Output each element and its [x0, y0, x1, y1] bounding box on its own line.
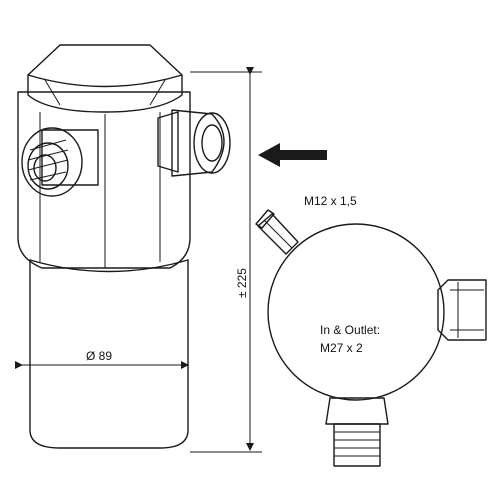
diameter-label: Ø 89 [86, 349, 112, 363]
port-title-label: In & Outlet: [320, 323, 380, 337]
flow-arrow-icon [258, 143, 327, 167]
top-view-sphere [255, 209, 487, 467]
small-thread-fitting [255, 209, 299, 255]
small-thread-label: M12 x 1,5 [304, 194, 357, 208]
right-port-fitting [157, 109, 231, 177]
left-port-fitting [21, 127, 99, 197]
diameter-dimension: Ø 89 [15, 349, 189, 369]
length-dimension: ± 225 [190, 67, 262, 453]
port-thread-label: M27 x 2 [320, 341, 363, 355]
cylinder-body [17, 44, 191, 449]
length-label: ± 225 [235, 268, 249, 298]
sphere-right-port [437, 279, 487, 341]
sphere-bottom-port [325, 397, 389, 467]
